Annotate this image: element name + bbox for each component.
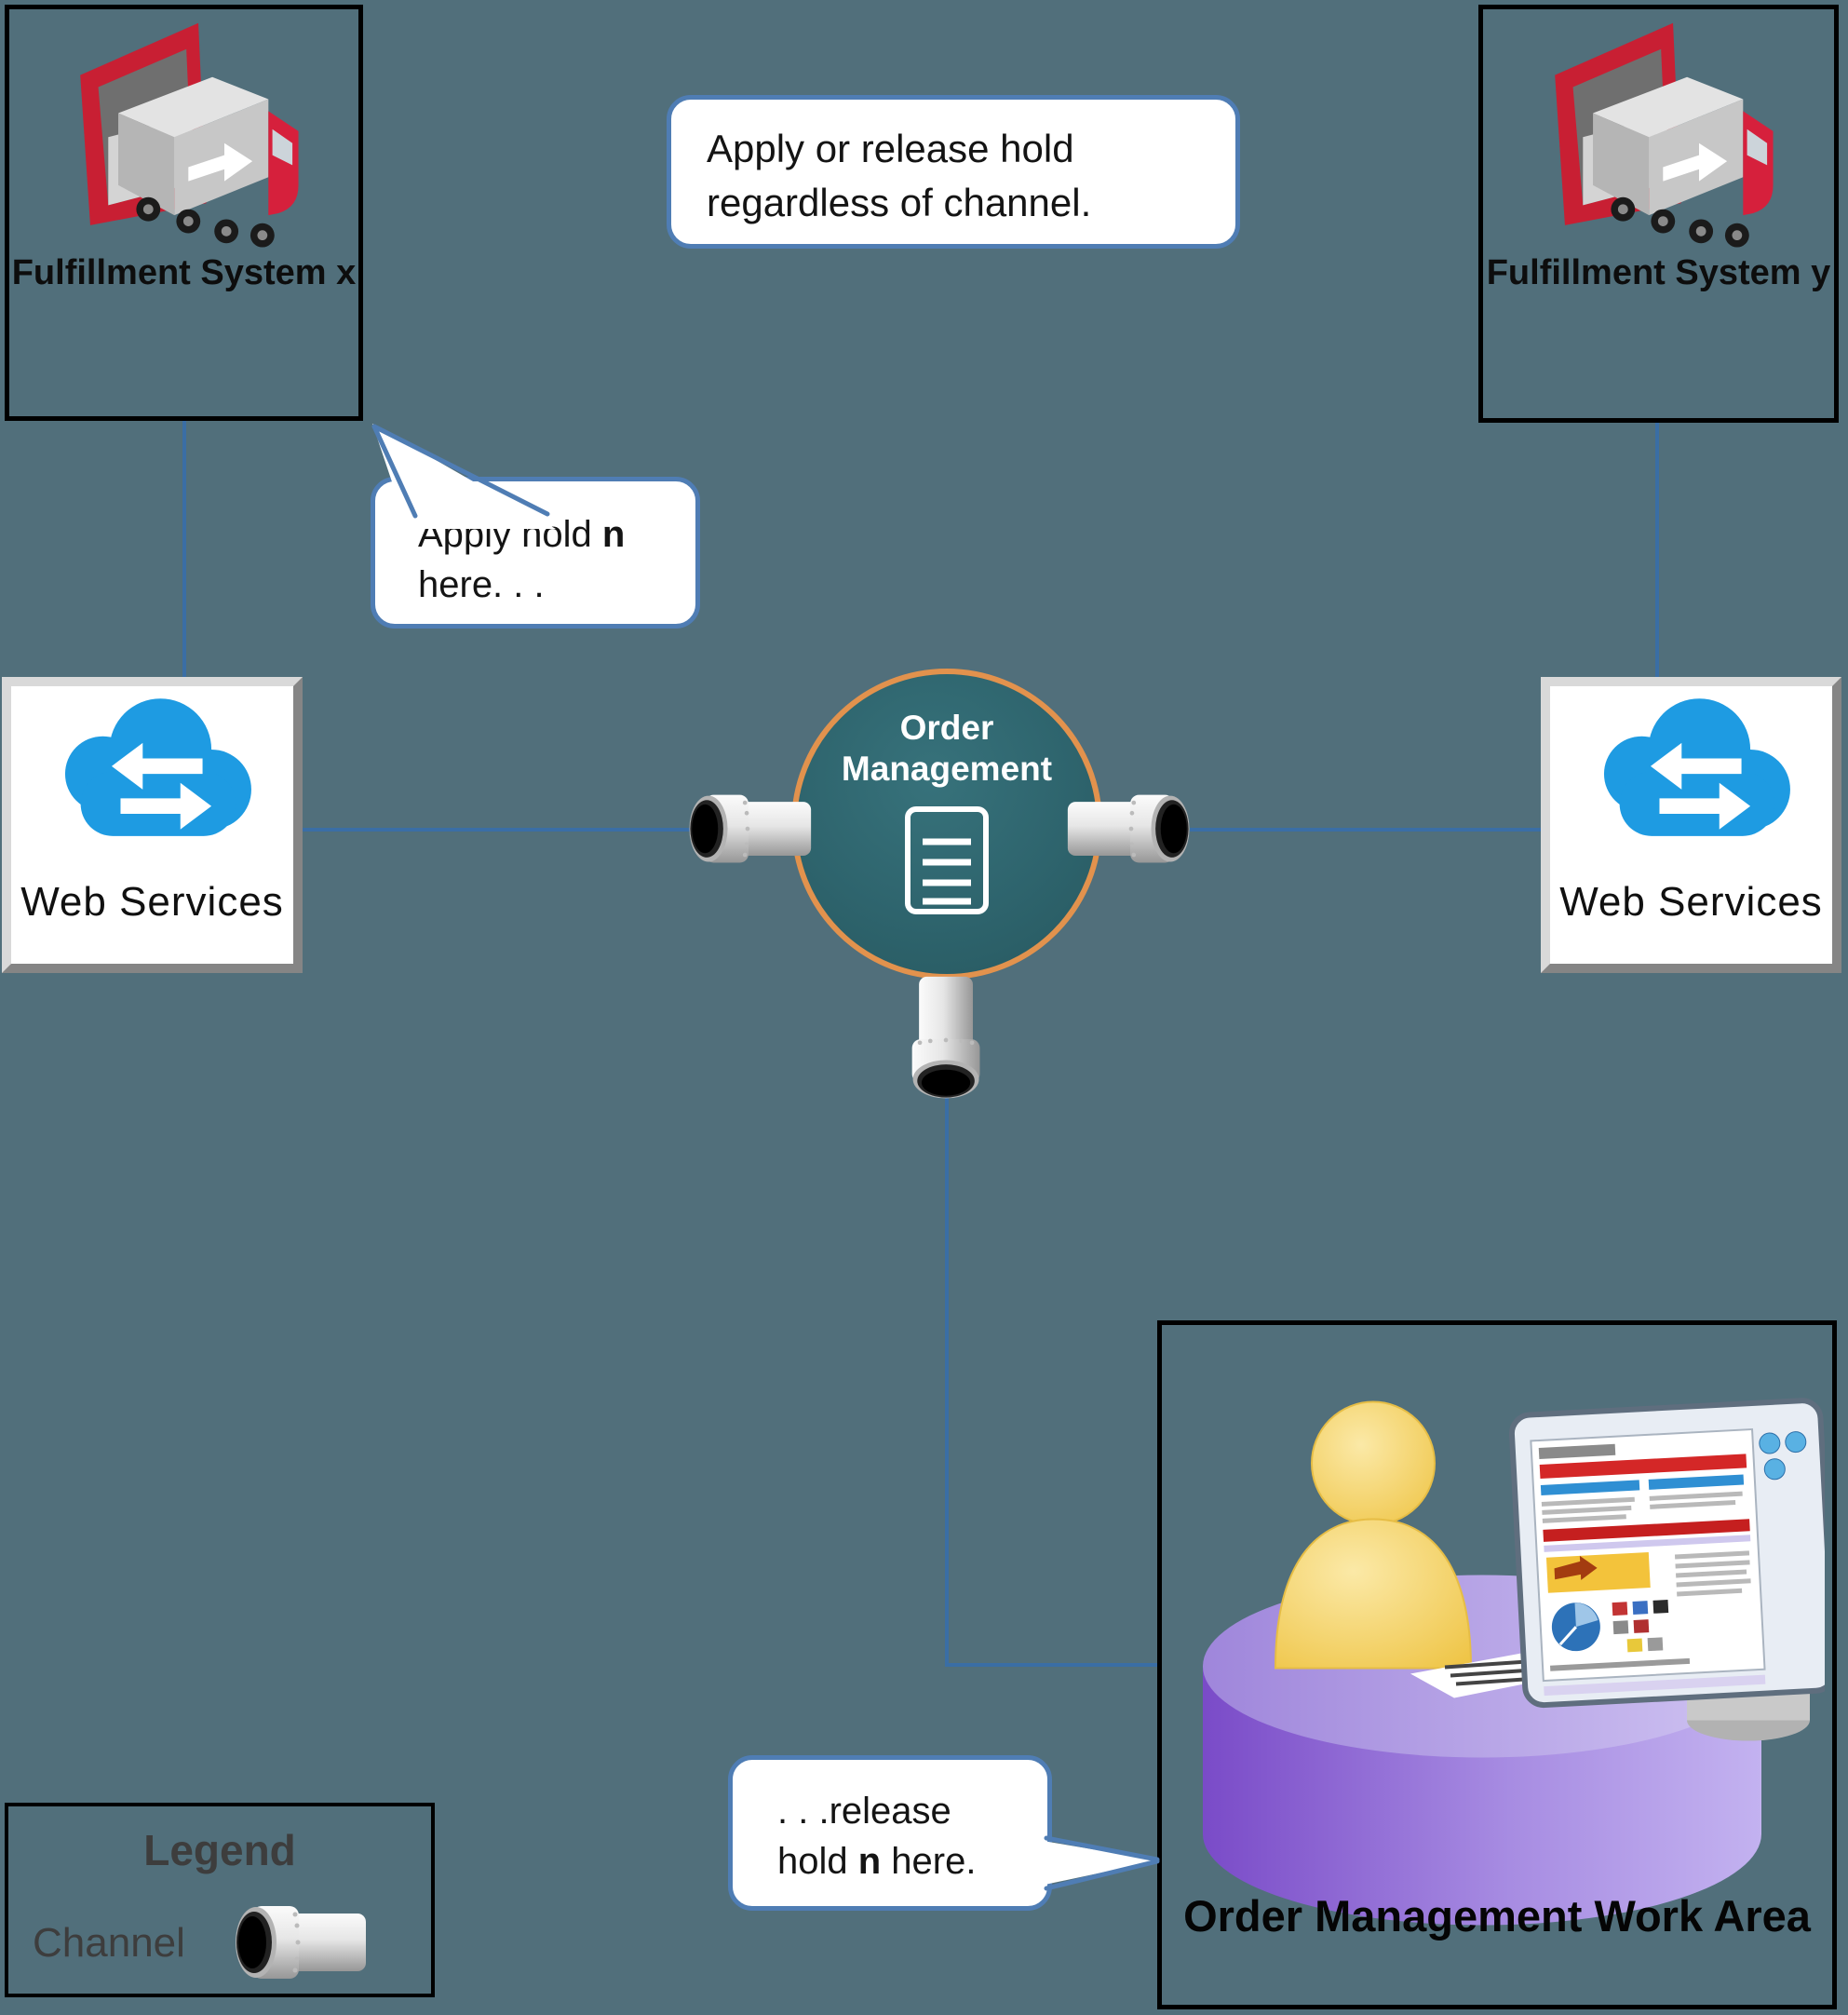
work-area-label: Order Management Work Area [1183, 1891, 1811, 1941]
callout-release-line2: hold n here. [777, 1841, 977, 1882]
channel-pipe-icon [228, 1901, 368, 1985]
web-services-right-box: Web Services [1541, 677, 1841, 973]
web-services-right-label: Web Services [1559, 879, 1823, 925]
legend-row: Channel [33, 1901, 431, 1985]
order-management-label: Order Management [797, 708, 1097, 791]
web-services-left-box: Web Services [2, 677, 303, 973]
worker-at-desk-illustration [1173, 1357, 1825, 1929]
channel-pipe-right [1066, 787, 1196, 872]
document-icon [900, 804, 993, 917]
cloud-transfer-icon [36, 686, 269, 877]
truck-dock-icon [64, 17, 304, 250]
channel-pipe-left [682, 787, 813, 872]
channel-pipe-bottom [904, 975, 990, 1105]
legend-title: Legend [143, 1826, 296, 1874]
callout-apply-line2: here. . . [418, 564, 545, 605]
fulfillment-x-line2: System x [200, 253, 357, 292]
cloud-transfer-icon [1575, 686, 1808, 877]
fulfillment-x-label: Fulfillment System x [12, 251, 357, 294]
callout-top-line2: regardless of channel. [707, 180, 1092, 224]
fulfillment-x-line1: Fulfillment [11, 253, 191, 292]
callout-release-line1: . . .release [777, 1791, 951, 1832]
order-management-line2: Management [841, 750, 1053, 789]
fulfillment-y-label: Fulfillment System y [1487, 251, 1831, 294]
fulfillment-y-line1: Fulfillment [1486, 253, 1666, 292]
legend-channel-label: Channel [33, 1920, 185, 1966]
callout-apply-or-release: Apply or release hold regardless of chan… [667, 95, 1240, 249]
order-management-node: Order Management [791, 669, 1102, 980]
fulfillment-system-y-box: Fulfillment System y [1478, 5, 1839, 423]
callout-apply-line1: Apply hold n [418, 514, 626, 555]
web-services-left-label: Web Services [20, 879, 284, 925]
callout-apply-hold: Apply hold n here. . . [371, 477, 700, 629]
fulfillment-system-x-box: Fulfillment System x [5, 5, 363, 421]
line-channel-to-workarea [945, 1097, 1157, 1667]
callout-top-line1: Apply or release hold [707, 127, 1074, 170]
callout-release-hold: . . .release hold n here. [728, 1755, 1052, 1911]
order-management-line1: Order [899, 709, 994, 747]
truck-dock-icon [1539, 17, 1779, 250]
fulfillment-y-line2: System y [1675, 253, 1831, 292]
legend-box: Legend Channel [5, 1803, 435, 1997]
order-management-work-area-box: Order Management Work Area [1157, 1320, 1837, 2009]
